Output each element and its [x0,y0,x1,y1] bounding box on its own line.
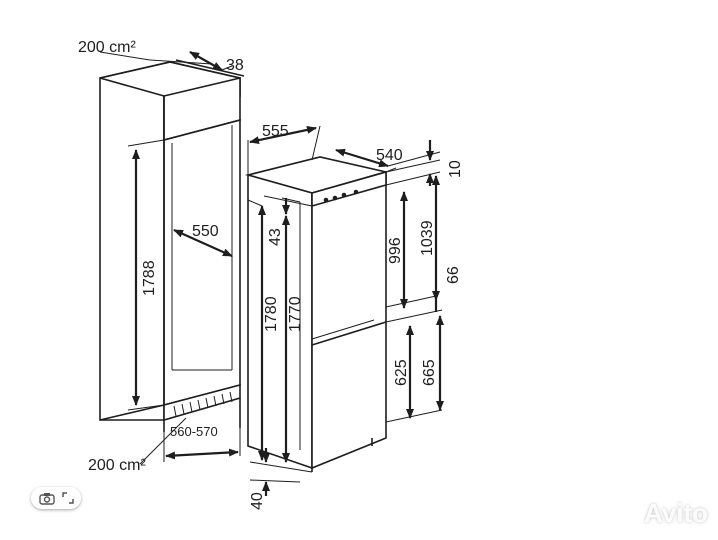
label-top-gap: 10 [447,160,464,178]
label-upper-total: 1039 [419,220,436,256]
avito-logo-icon [608,501,637,527]
label-niche-width: 560-570 [170,424,218,439]
label-bottom-gap: 40 [249,492,266,510]
label-appliance-width: 555 [262,123,289,140]
label-gap: 66 [445,266,462,284]
niche-dimensions [99,51,241,465]
bottom-vent-grille [173,391,233,417]
niche-cabinet [99,59,245,432]
label-top-depth: 38 [226,57,244,74]
label-upper-door: 996 [387,237,404,264]
avito-brand-text: Avito [644,498,709,528]
label-lower-door: 625 [393,359,410,386]
label-top-vent-area: 200 cm² [78,39,136,56]
refrigerator-dimensions [247,125,444,496]
camera-icon[interactable] [38,492,55,505]
label-lower-total: 665 [421,359,438,386]
label-door-height: 1770 [287,296,304,332]
expand-icon[interactable] [61,492,74,504]
control-knobs [323,189,359,203]
label-niche-height: 1788 [141,260,158,296]
image-overlay-buttons [31,487,81,509]
label-total-height: 1780 [263,296,280,332]
label-bottom-vent-area: 200 cm² [88,457,146,474]
label-door-offset: 43 [267,228,284,246]
avito-watermark: Avito [606,498,708,529]
label-appliance-depth: 540 [376,147,403,164]
label-niche-depth: 550 [192,223,219,240]
